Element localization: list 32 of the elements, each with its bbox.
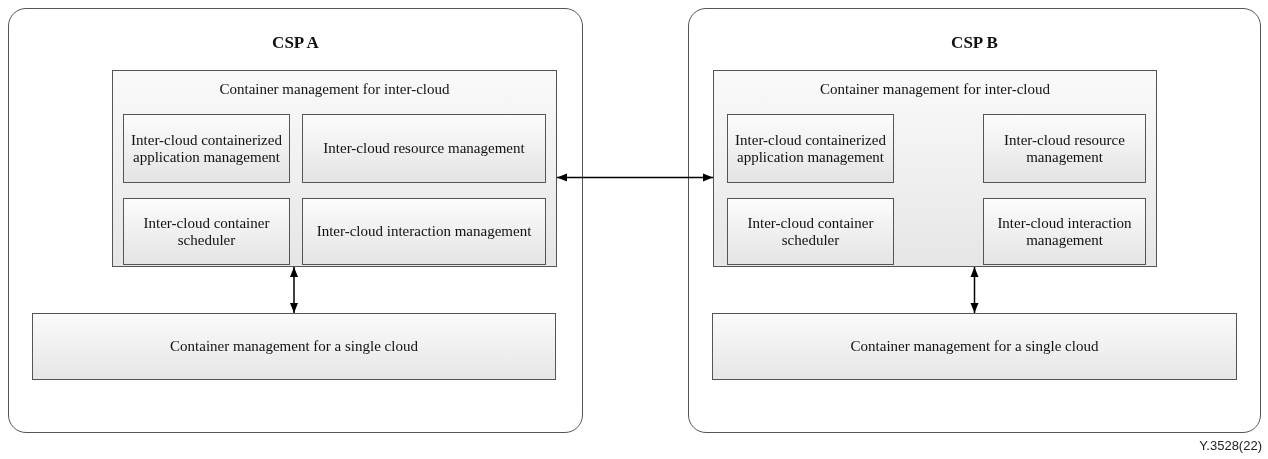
box-label: Inter-cloud interaction management — [315, 222, 533, 241]
provider-panel — [8, 8, 583, 433]
group-title: Container management for inter-cloud — [218, 81, 451, 99]
provider-panel — [688, 8, 1261, 433]
box-label: Inter-cloud containerized application management — [130, 131, 283, 166]
box-label: Inter-cloud resource management — [1003, 131, 1126, 166]
box-label: Container management for a single cloud — [849, 337, 1100, 356]
figure-number: Y.3528(22) — [1199, 438, 1262, 453]
double-arrow — [290, 266, 298, 314]
function-box — [983, 114, 1146, 183]
box-label: Inter-cloud container scheduler — [746, 214, 875, 249]
box-label: Inter-cloud resource management — [322, 139, 526, 158]
panel-title: CSP A — [271, 33, 320, 53]
double-arrow — [970, 266, 979, 314]
box-label: Container management for a single cloud — [169, 337, 419, 356]
box-label: Inter-cloud interaction management — [996, 214, 1133, 249]
function-box — [727, 114, 894, 183]
module-group-box — [713, 70, 1157, 267]
group-title: Container management for inter-cloud — [818, 81, 1051, 99]
module-group-box — [112, 70, 557, 267]
function-box — [123, 198, 290, 265]
module-box — [712, 313, 1237, 380]
function-box — [123, 114, 290, 183]
panel-title: CSP B — [950, 33, 999, 53]
function-box — [727, 198, 894, 265]
double-arrow — [556, 173, 714, 182]
module-box — [32, 313, 556, 380]
box-label: Inter-cloud containerized application management — [734, 131, 887, 166]
function-box — [302, 114, 546, 183]
function-box — [983, 198, 1146, 265]
function-box — [302, 198, 546, 265]
box-label: Inter-cloud container scheduler — [142, 214, 271, 249]
